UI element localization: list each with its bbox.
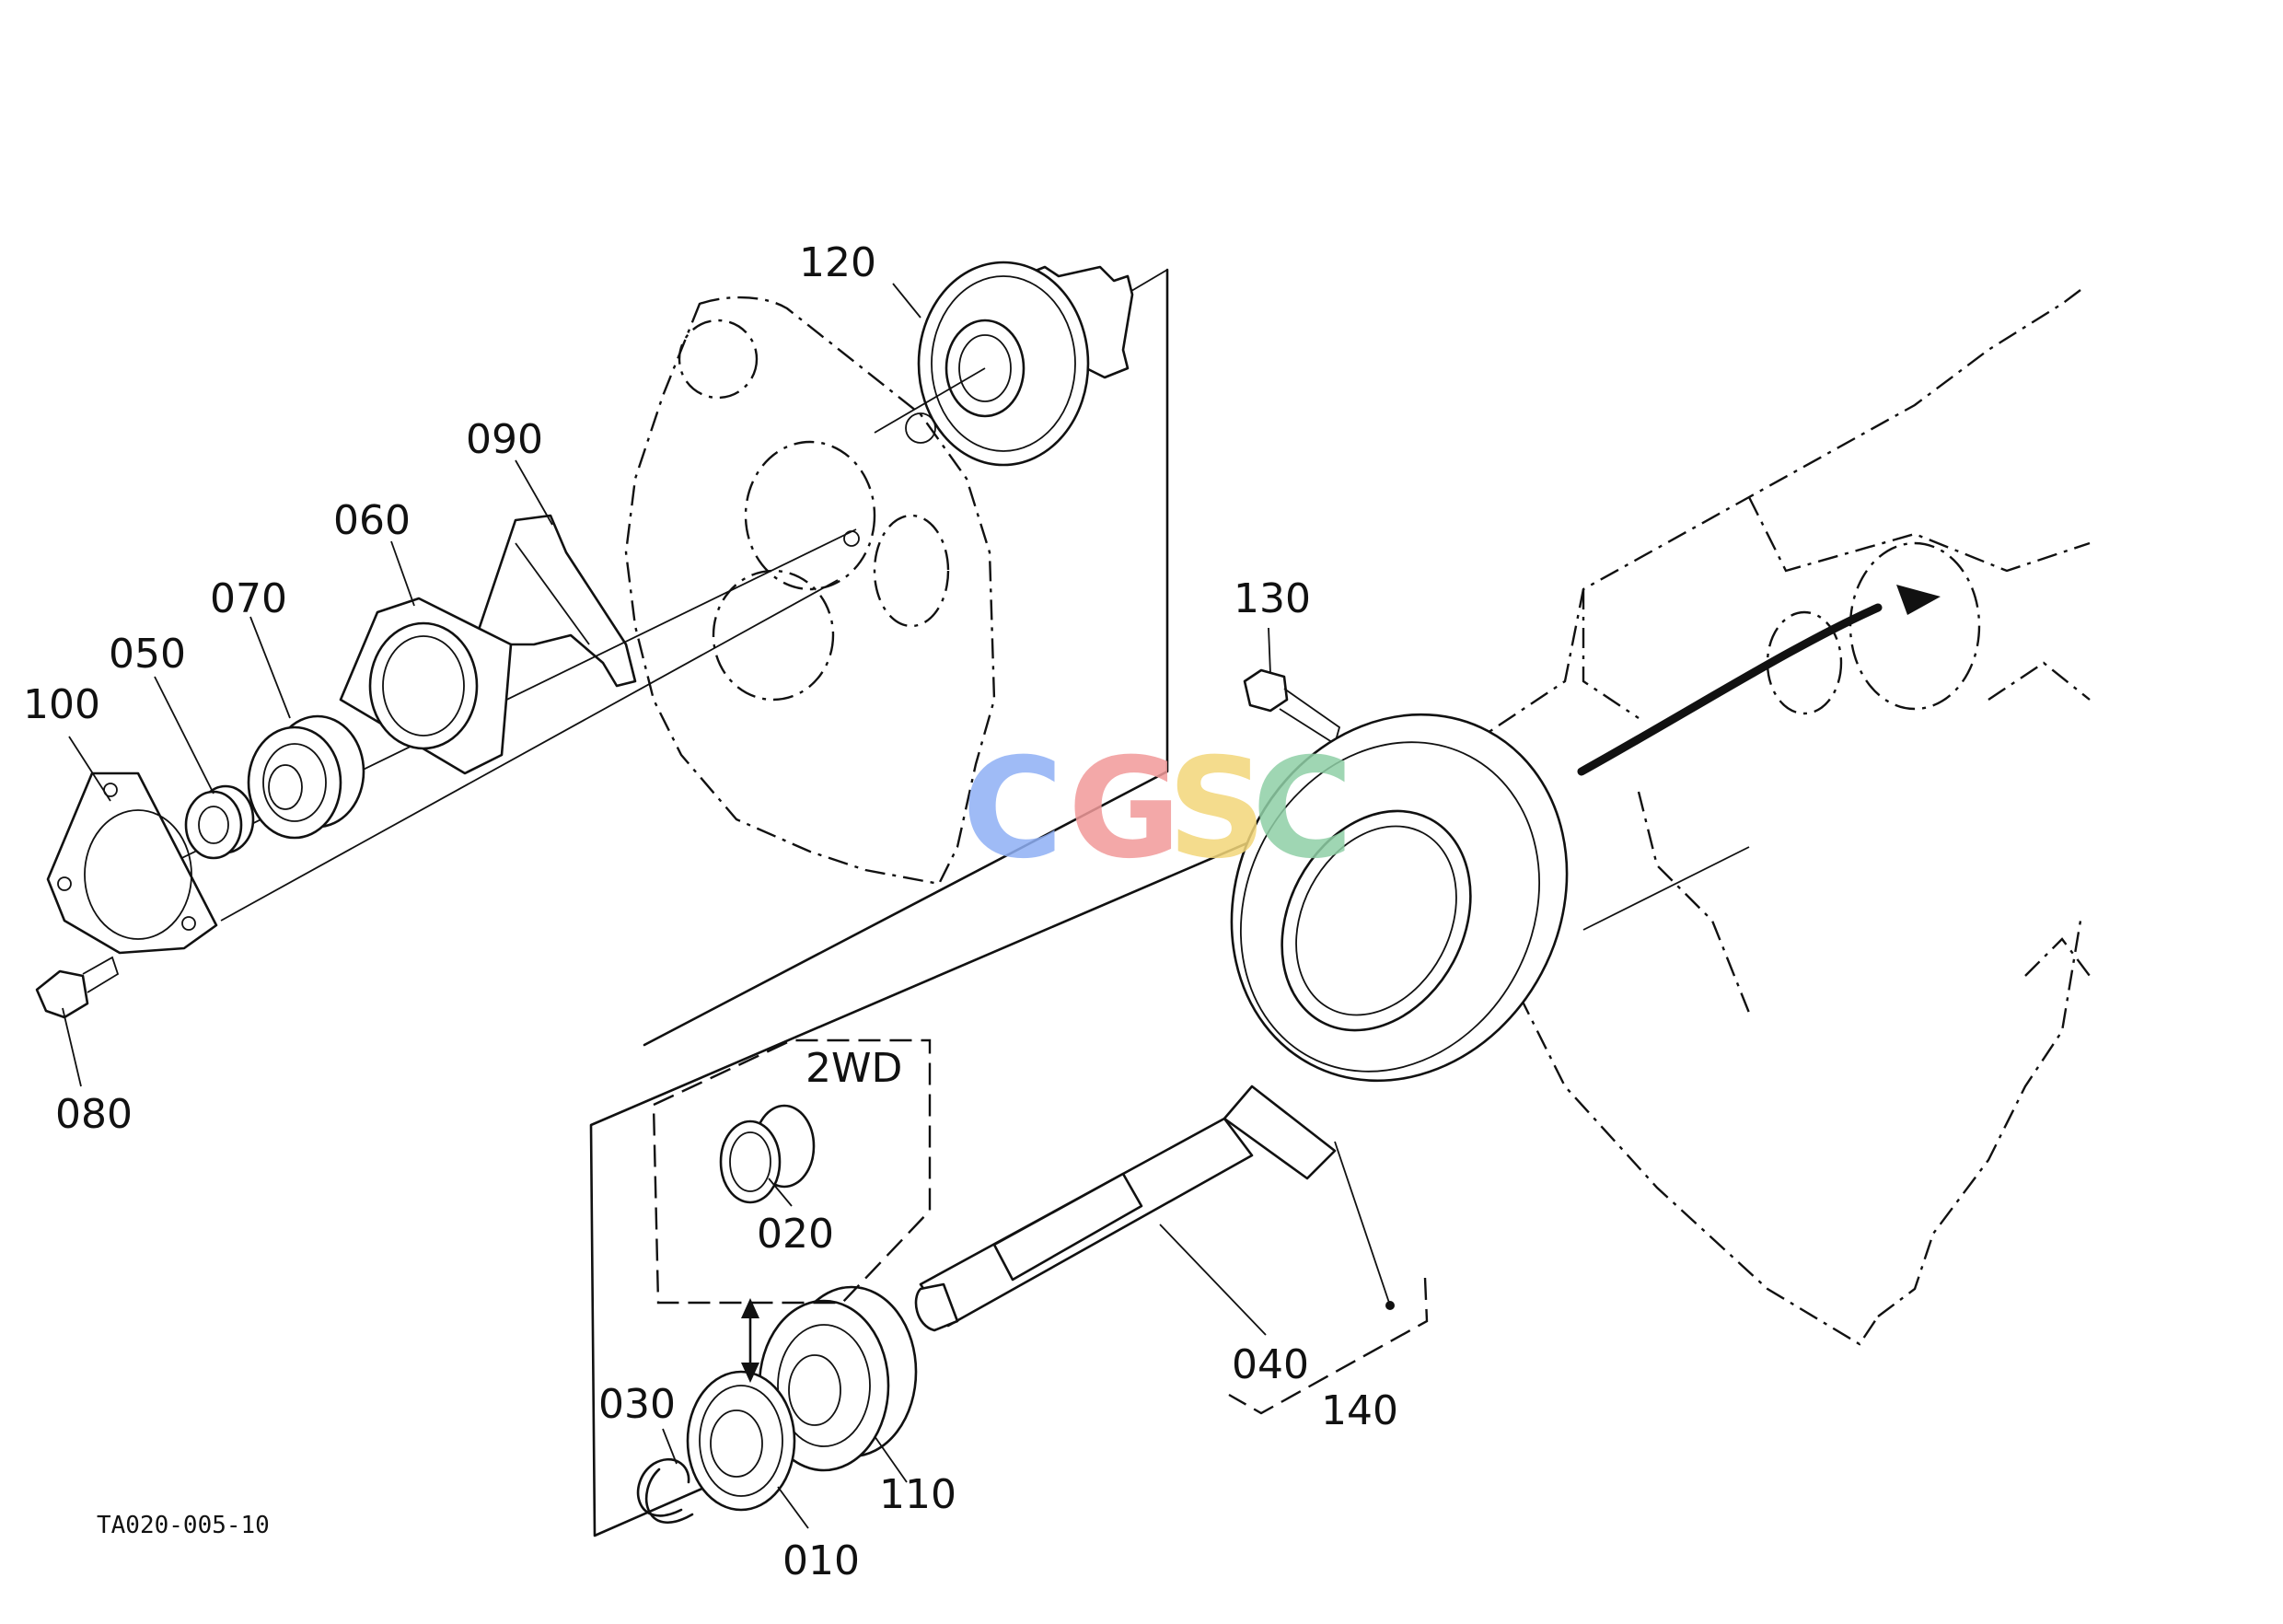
leader-lines — [62, 283, 1391, 1529]
gear-cluster-120 — [874, 261, 1134, 467]
upper-assembly-frame — [643, 268, 1169, 1047]
label-040: 040 — [1232, 1341, 1309, 1388]
label-130: 130 — [1234, 575, 1311, 622]
flange-housing-060 — [339, 597, 513, 775]
ring-gear-140 — [1230, 713, 1569, 1083]
label-060: 060 — [333, 497, 411, 544]
two-wheel-drive-group — [652, 1038, 932, 1383]
bolt-080 — [35, 956, 120, 1019]
watermark-letter: C — [1252, 729, 1353, 889]
cgsc-watermark: C G S C — [962, 729, 1353, 889]
label-010: 010 — [782, 1537, 860, 1584]
snap-ring-030 — [636, 1458, 694, 1524]
label-2wd: 2WD — [805, 1045, 902, 1092]
label-050: 050 — [109, 631, 186, 678]
housing-cover — [624, 296, 996, 886]
transmission-case — [1453, 289, 2091, 1346]
label-080: 080 — [55, 1091, 133, 1138]
gear-010 — [686, 1370, 796, 1512]
label-140: 140 — [1321, 1387, 1398, 1434]
label-020: 020 — [757, 1211, 834, 1258]
watermark-letter: S — [1167, 729, 1267, 889]
figure-reference: TA020-005-10 — [97, 1512, 270, 1539]
label-100: 100 — [23, 681, 100, 728]
bracket-plate-090 — [475, 514, 637, 688]
label-090: 090 — [466, 416, 543, 463]
watermark-letter: C — [962, 729, 1063, 889]
insertion-arrow — [1577, 585, 1941, 776]
lower-assembly-frame — [589, 831, 1272, 1537]
flange-plate-100 — [46, 771, 218, 955]
bearing-070 — [247, 714, 365, 840]
bolt-130 — [1243, 668, 1341, 746]
pinion-shaft-040 — [914, 1085, 1337, 1332]
seal-050 — [184, 784, 255, 860]
label-120: 120 — [799, 239, 876, 286]
label-030: 030 — [598, 1381, 676, 1428]
label-070: 070 — [210, 575, 287, 622]
watermark-letter: G — [1068, 729, 1181, 889]
part-labels: 120 090 060 070 050 100 080 130 2WD 020 … — [23, 239, 1398, 1584]
label-110: 110 — [879, 1471, 956, 1518]
